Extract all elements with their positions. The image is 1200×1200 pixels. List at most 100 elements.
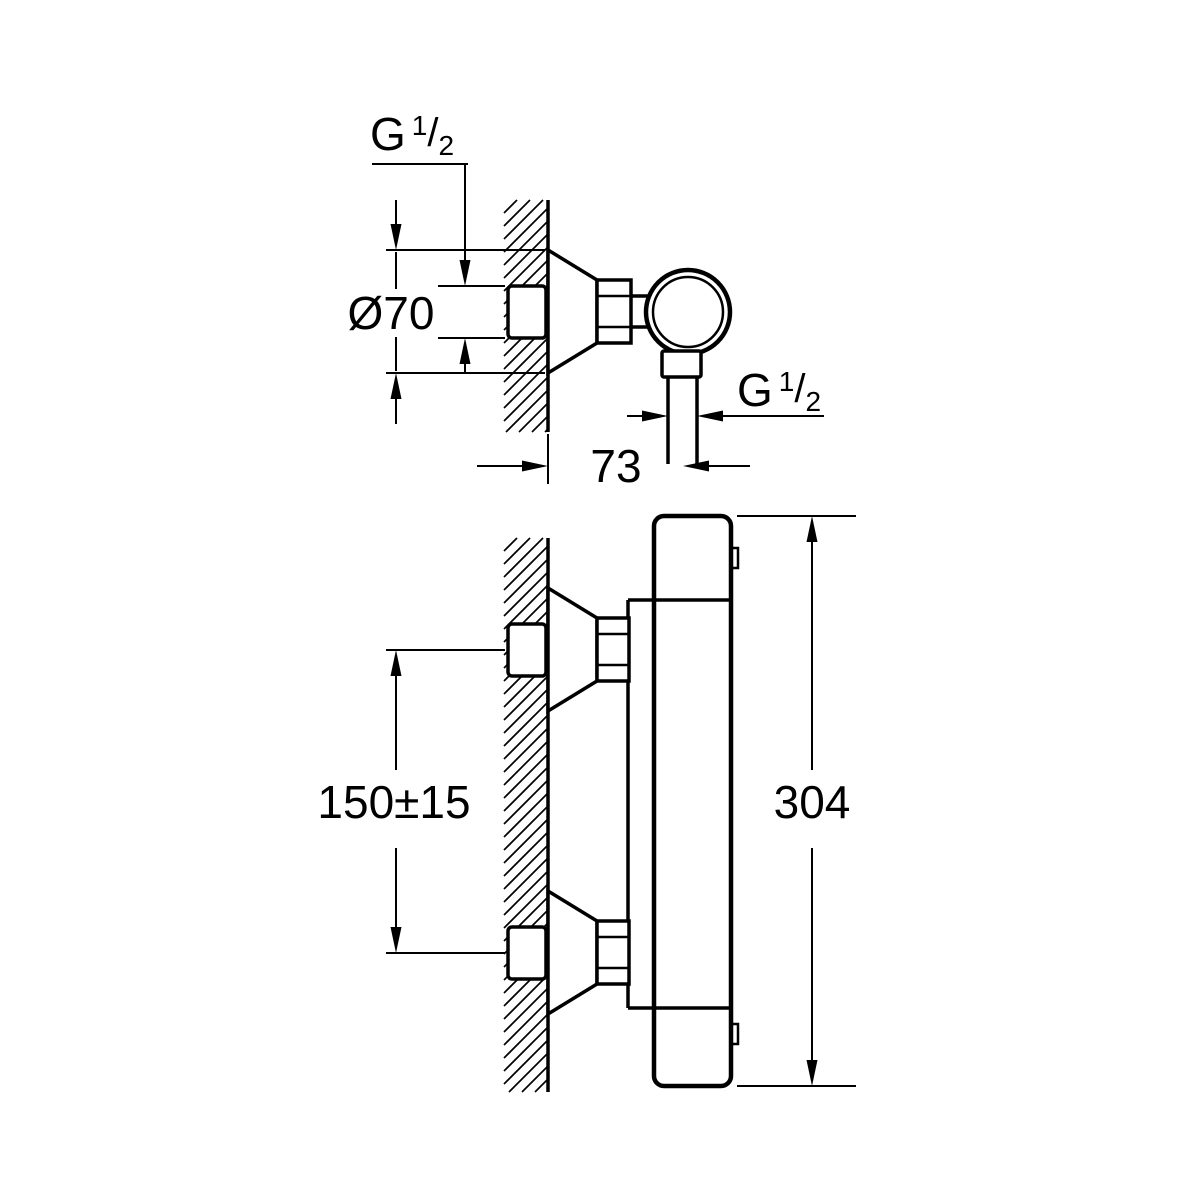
mixer-body [626,513,740,1089]
lower-union [506,887,631,1018]
thread-numerator: 1 [412,110,428,141]
hatch-line [503,571,549,617]
hatch-line [503,701,549,747]
thread-denominator: 2 [805,386,821,417]
hatch-line [503,857,549,903]
hatch-line [503,537,531,565]
thread-slash: / [427,111,439,155]
arrowhead-right [522,460,548,472]
upper-union [506,584,631,715]
label-connection-spacing: 150±15 [317,776,470,828]
hatch-line [503,537,518,552]
hex-nut-body [595,919,631,986]
thread-numerator: 1 [779,366,795,397]
arrowhead-down [806,1060,818,1086]
hatch-line [503,831,549,877]
label-overall-height: 304 [774,776,851,828]
dimension-connection-spacing: 150±15 [317,649,505,954]
hatch-line [503,779,549,825]
valve-body-inner-circle [651,275,725,349]
hatch-line [531,415,549,433]
hatch-line [503,870,549,916]
hatch-line [503,199,518,214]
hatch-line [503,675,549,721]
outlet-nut [660,349,703,379]
front-view: 150±15 304 [317,513,856,1093]
arrowhead-down [390,224,402,250]
wall-union-square-nut [506,622,548,678]
hatch-line [503,537,544,578]
arrowhead-down [459,260,471,286]
hatch-line [503,844,549,890]
arrowhead-up [459,338,471,364]
hex-nut-body [595,616,631,683]
hatch-line [503,199,531,227]
dimension-escutcheon-diameter: Ø70 [348,200,545,424]
hatch-line [505,389,549,433]
valve-body-circle [643,267,733,357]
body-cylinder [651,513,734,1089]
hatch-line [503,974,549,1020]
hatch-line [503,584,549,630]
escutcheon-cone [546,584,599,715]
label-depth: 73 [590,440,641,492]
thread-prefix: G [370,108,406,160]
hatch-line [503,714,549,760]
hatch-line [503,805,549,851]
hatch-line [534,1078,549,1093]
hatch-line [503,987,549,1033]
wall-union-square-nut [506,284,548,340]
hatch-line [503,740,549,786]
hatch-line [503,337,549,383]
hatch-line [503,376,549,422]
hatch-line [518,402,549,433]
dimension-depth-73: 73 [477,434,750,492]
hatch-line [503,220,549,266]
hatch-line [503,207,549,253]
escutcheon-cone [546,887,599,1018]
hatch-line [503,818,549,864]
hatch-line [503,1000,549,1046]
hatch-line [503,1039,549,1085]
union-hex-nut [595,278,633,345]
thread-prefix: G [737,364,773,416]
outlet-pipe [660,349,703,464]
hatch-line [503,246,549,292]
arrowhead-up [390,650,402,676]
label-escutcheon-diameter: Ø70 [348,287,435,339]
hatch-line [503,792,549,838]
hatch-line [503,558,549,604]
arrowhead-right [642,410,668,422]
thread-denominator: 2 [438,130,454,161]
dimension-overall-height: 304 [737,515,856,1087]
hatch-line [503,753,549,799]
arrowhead-up [390,373,402,399]
hatch-line [508,1052,549,1093]
hatch-line [503,233,549,279]
safestop-button-top [731,546,740,570]
wall-hatching [503,537,549,1093]
hatch-line [503,883,549,929]
arrowhead-left [683,460,709,472]
hatch-line [503,363,549,409]
hatch-line [521,1065,549,1093]
safestop-button-bottom [731,1022,740,1046]
hatch-line [503,688,549,734]
arrowhead-down [390,927,402,953]
arrowhead-left [697,410,723,422]
hatch-line [503,727,549,773]
hatch-line [503,766,549,812]
wall-union-square-nut [506,925,548,981]
hatch-line [503,1026,549,1072]
thread-slash: / [794,367,806,411]
hatch-line [503,199,544,240]
hex-nut-body [595,278,633,345]
wall-section-front [503,537,550,1093]
